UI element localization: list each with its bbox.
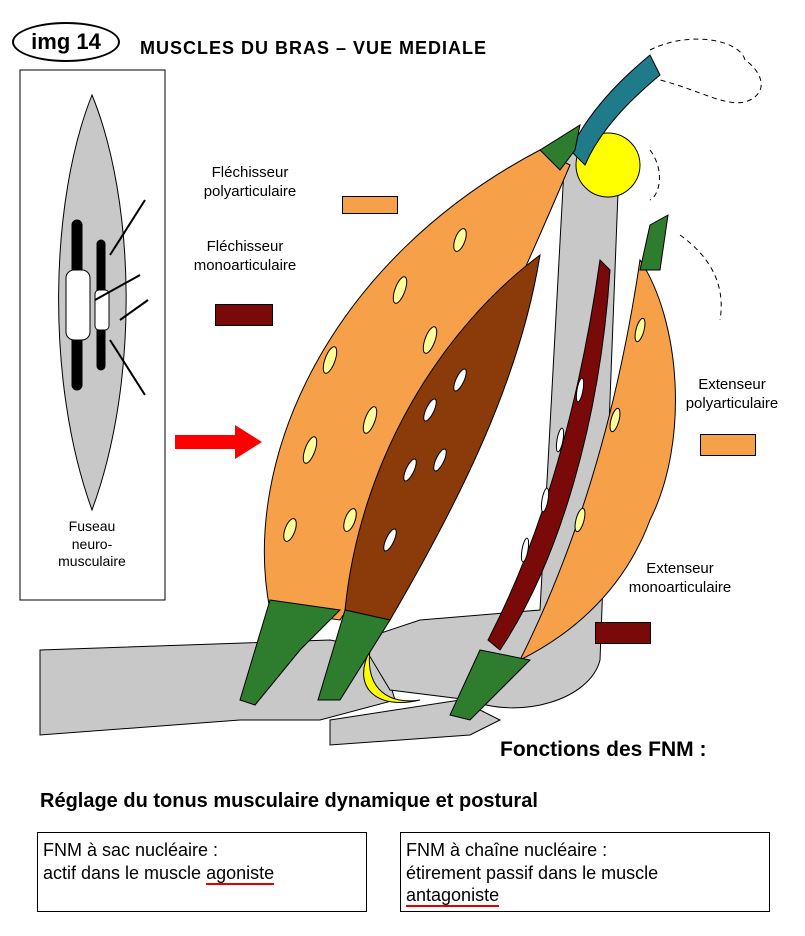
box-line: FNM à sac nucléaire :	[43, 839, 361, 862]
box-line: actif dans le muscle agoniste	[43, 862, 361, 885]
legend-line: Fléchisseur	[180, 164, 320, 183]
box-line: étirement passif dans le muscle	[406, 862, 764, 885]
dashed-outline	[680, 235, 721, 320]
legend-line: monoarticulaire	[600, 579, 760, 598]
inset-label-line: neuro-	[42, 536, 142, 554]
underlined-term: agoniste	[206, 863, 274, 885]
underlined-term: antagoniste	[406, 885, 499, 907]
dashed-outline	[650, 39, 761, 103]
info-box-chaine-nucleaire: FNM à chaîne nucléaire : étirement passi…	[400, 832, 770, 912]
legend-swatch-flexor-monoarticular	[215, 304, 273, 326]
box-text: actif dans le muscle	[43, 863, 206, 883]
legend-line: Fléchisseur	[175, 238, 315, 257]
legend-line: polyarticulaire	[180, 183, 320, 202]
legend-swatch-extensor-monoarticular	[595, 622, 651, 644]
legend-swatch-extensor-polyarticular	[700, 434, 756, 456]
inset-label-line: Fuseau	[42, 518, 142, 536]
legend-flexor-polyarticular-label: Fléchisseur polyarticulaire	[180, 164, 320, 202]
legend-extensor-monoarticular-label: Extenseur monoarticulaire	[600, 560, 760, 598]
box-line: antagoniste	[406, 884, 764, 907]
dashed-outline	[650, 150, 659, 200]
tendon	[640, 215, 668, 270]
diagram-title: MUSCLES DU BRAS – VUE MEDIALE	[140, 38, 487, 59]
legend-line: monoarticulaire	[175, 257, 315, 276]
legend-swatch-flexor-polyarticular	[342, 196, 398, 214]
info-box-sac-nucleaire: FNM à sac nucléaire : actif dans le musc…	[37, 832, 367, 912]
inset-label-line: musculaire	[42, 553, 142, 571]
legend-flexor-monoarticular-label: Fléchisseur monoarticulaire	[175, 238, 315, 276]
legend-line: Extenseur	[662, 376, 802, 395]
legend-line: polyarticulaire	[662, 395, 802, 414]
arrow-icon	[175, 425, 262, 459]
image-badge: img 14	[12, 22, 120, 62]
legend-extensor-polyarticular-label: Extenseur polyarticulaire	[662, 376, 802, 414]
box-line: FNM à chaîne nucléaire :	[406, 839, 764, 862]
reglage-heading: Réglage du tonus musculaire dynamique et…	[40, 790, 538, 813]
fonctions-heading: Fonctions des FNM :	[500, 738, 707, 762]
inset-label: Fuseau neuro- musculaire	[42, 518, 142, 571]
legend-line: Extenseur	[600, 560, 760, 579]
